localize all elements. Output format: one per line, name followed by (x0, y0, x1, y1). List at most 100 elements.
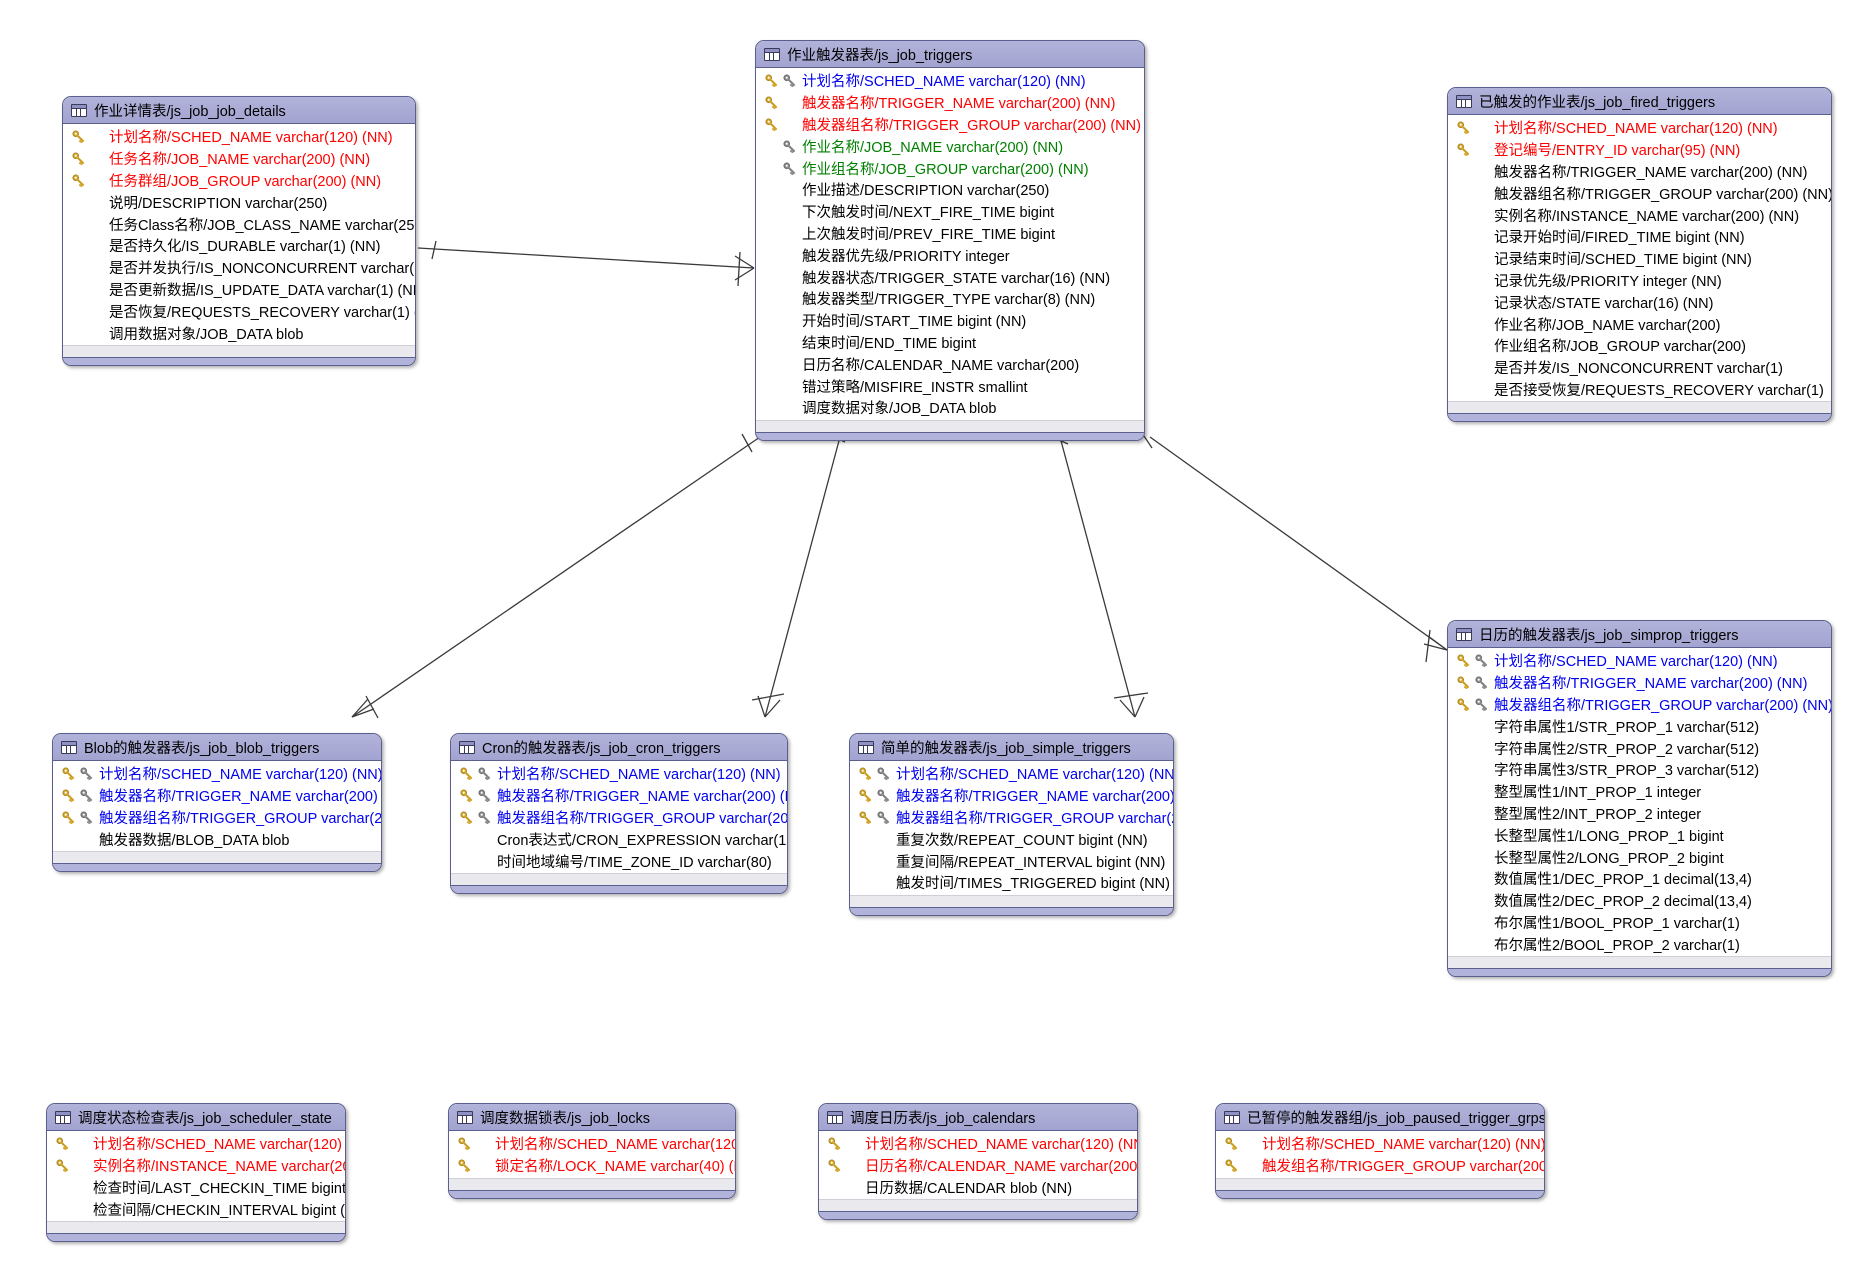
attribute-row[interactable]: 触发器名称/TRIGGER_NAME varchar(200) (NN) (53, 785, 381, 807)
attribute-row[interactable]: 长整型属性1/LONG_PROP_1 bigint (1448, 824, 1831, 846)
attribute-row[interactable]: 是否恢复/REQUESTS_RECOVERY varchar(1) (NN) (63, 300, 415, 322)
attribute-row[interactable]: 记录开始时间/FIRED_TIME bigint (NN) (1448, 226, 1831, 248)
attribute-row[interactable]: 触发器组名称/TRIGGER_GROUP varchar(200) (NN) (850, 807, 1173, 829)
entity-header-fired_triggers[interactable]: 已触发的作业表/js_job_fired_triggers (1448, 88, 1831, 115)
attribute-row[interactable]: 计划名称/SCHED_NAME varchar(120) (NN) (449, 1133, 735, 1155)
attribute-row[interactable]: 结束时间/END_TIME bigint (756, 332, 1144, 354)
attribute-row[interactable]: 数值属性2/DEC_PROP_2 decimal(13,4) (1448, 890, 1831, 912)
attribute-row[interactable]: 触发器名称/TRIGGER_NAME varchar(200) (NN) (1448, 672, 1831, 694)
attribute-row[interactable]: 记录状态/STATE varchar(16) (NN) (1448, 291, 1831, 313)
attribute-row[interactable]: 触发器组名称/TRIGGER_GROUP varchar(200) (NN) (1448, 182, 1831, 204)
attribute-row[interactable]: 作业名称/JOB_NAME varchar(200) (NN) (756, 135, 1144, 157)
attribute-row[interactable]: 时间地域编号/TIME_ZONE_ID varchar(80) (451, 850, 787, 872)
attribute-row[interactable]: 计划名称/SCHED_NAME varchar(120) (NN) (63, 126, 415, 148)
attribute-row[interactable]: 触发器数据/BLOB_DATA blob (53, 828, 381, 850)
entity-simprop_triggers[interactable]: 日历的触发器表/js_job_simprop_triggers 计划名称/SCH… (1447, 620, 1832, 978)
entity-header-job_triggers[interactable]: 作业触发器表/js_job_triggers (756, 41, 1144, 68)
attribute-row[interactable]: 布尔属性1/BOOL_PROP_1 varchar(1) (1448, 912, 1831, 934)
attribute-row[interactable]: 触发器名称/TRIGGER_NAME varchar(200) (NN) (1448, 161, 1831, 183)
attribute-row[interactable]: 重复间隔/REPEAT_INTERVAL bigint (NN) (850, 850, 1173, 872)
attribute-row[interactable]: 触发组名称/TRIGGER_GROUP varchar(200) (NN) (1216, 1155, 1544, 1177)
attribute-row[interactable]: 是否持久化/IS_DURABLE varchar(1) (NN) (63, 235, 415, 257)
attribute-row[interactable]: 计划名称/SCHED_NAME varchar(120) (NN) (1448, 117, 1831, 139)
attribute-row[interactable]: 是否更新数据/IS_UPDATE_DATA varchar(1) (NN) (63, 279, 415, 301)
attribute-row[interactable]: Cron表达式/CRON_EXPRESSION varchar(120) (NN… (451, 828, 787, 850)
attribute-row[interactable]: 触发器组名称/TRIGGER_GROUP varchar(200) (NN) (756, 114, 1144, 136)
entity-header-scheduler_state[interactable]: 调度状态检查表/js_job_scheduler_state (47, 1104, 345, 1131)
attribute-row[interactable]: 记录优先级/PRIORITY integer (NN) (1448, 270, 1831, 292)
attribute-row[interactable]: 重复次数/REPEAT_COUNT bigint (NN) (850, 828, 1173, 850)
attribute-row[interactable]: 作业组名称/JOB_GROUP varchar(200) (1448, 335, 1831, 357)
attribute-row[interactable]: 是否并发/IS_NONCONCURRENT varchar(1) (1448, 357, 1831, 379)
entity-calendars[interactable]: 调度日历表/js_job_calendars 计划名称/SCHED_NAME v… (818, 1103, 1138, 1221)
attribute-row[interactable]: 作业组名称/JOB_GROUP varchar(200) (NN) (756, 157, 1144, 179)
entity-job_triggers[interactable]: 作业触发器表/js_job_triggers 计划名称/SCHED_NAME v… (755, 40, 1145, 441)
attribute-row[interactable]: 检查间隔/CHECKIN_INTERVAL bigint (NN) (47, 1198, 345, 1220)
attribute-row[interactable]: 触发器组名称/TRIGGER_GROUP varchar(200) (NN) (451, 807, 787, 829)
attribute-row[interactable]: 计划名称/SCHED_NAME varchar(120) (NN) (53, 763, 381, 785)
attribute-row[interactable]: 触发器组名称/TRIGGER_GROUP varchar(200) (NN) (1448, 694, 1831, 716)
attribute-row[interactable]: 任务群组/JOB_GROUP varchar(200) (NN) (63, 170, 415, 192)
entity-job_details[interactable]: 作业详情表/js_job_job_details 计划名称/SCHED_NAME… (62, 96, 416, 366)
attribute-row[interactable]: 开始时间/START_TIME bigint (NN) (756, 310, 1144, 332)
entity-header-simple_triggers[interactable]: 简单的触发器表/js_job_simple_triggers (850, 734, 1173, 761)
entity-locks[interactable]: 调度数据锁表/js_job_locks 计划名称/SCHED_NAME varc… (448, 1103, 736, 1199)
attribute-row[interactable]: 计划名称/SCHED_NAME varchar(120) (NN) (850, 763, 1173, 785)
attribute-row[interactable]: 长整型属性2/LONG_PROP_2 bigint (1448, 846, 1831, 868)
attribute-row[interactable]: 计划名称/SCHED_NAME varchar(120) (NN) (756, 70, 1144, 92)
entity-header-calendars[interactable]: 调度日历表/js_job_calendars (819, 1104, 1137, 1131)
entity-header-simprop_triggers[interactable]: 日历的触发器表/js_job_simprop_triggers (1448, 621, 1831, 648)
attribute-row[interactable]: 调用数据对象/JOB_DATA blob (63, 322, 415, 344)
attribute-row[interactable]: 字符串属性3/STR_PROP_3 varchar(512) (1448, 759, 1831, 781)
attribute-row[interactable]: 计划名称/SCHED_NAME varchar(120) (NN) (1448, 650, 1831, 672)
attribute-row[interactable]: 触发器名称/TRIGGER_NAME varchar(200) (NN) (850, 785, 1173, 807)
attribute-row[interactable]: 字符串属性1/STR_PROP_1 varchar(512) (1448, 715, 1831, 737)
attribute-row[interactable]: 计划名称/SCHED_NAME varchar(120) (NN) (47, 1133, 345, 1155)
entity-simple_triggers[interactable]: 简单的触发器表/js_job_simple_triggers 计划名称/SCHE… (849, 733, 1174, 916)
attribute-row[interactable]: 日历数据/CALENDAR blob (NN) (819, 1177, 1137, 1199)
attribute-row[interactable]: 触发时间/TIMES_TRIGGERED bigint (NN) (850, 872, 1173, 894)
attribute-row[interactable]: 触发器组名称/TRIGGER_GROUP varchar(200) (NN) (53, 807, 381, 829)
attribute-row[interactable]: 字符串属性2/STR_PROP_2 varchar(512) (1448, 737, 1831, 759)
entity-blob_triggers[interactable]: Blob的触发器表/js_job_blob_triggers 计划名称/SCHE… (52, 733, 382, 873)
attribute-row[interactable]: 触发器优先级/PRIORITY integer (756, 244, 1144, 266)
attribute-row[interactable]: 是否接受恢复/REQUESTS_RECOVERY varchar(1) (1448, 379, 1831, 401)
attribute-row[interactable]: 整型属性2/INT_PROP_2 integer (1448, 803, 1831, 825)
attribute-row[interactable]: 实例名称/INSTANCE_NAME varchar(200) (NN) (47, 1155, 345, 1177)
entity-header-cron_triggers[interactable]: Cron的触发器表/js_job_cron_triggers (451, 734, 787, 761)
attribute-row[interactable]: 上次触发时间/PREV_FIRE_TIME bigint (756, 223, 1144, 245)
attribute-row[interactable]: 布尔属性2/BOOL_PROP_2 varchar(1) (1448, 933, 1831, 955)
attribute-row[interactable]: 计划名称/SCHED_NAME varchar(120) (NN) (1216, 1133, 1544, 1155)
attribute-row[interactable]: 调度数据对象/JOB_DATA blob (756, 397, 1144, 419)
entity-header-blob_triggers[interactable]: Blob的触发器表/js_job_blob_triggers (53, 734, 381, 761)
attribute-row[interactable]: 实例名称/INSTANCE_NAME varchar(200) (NN) (1448, 204, 1831, 226)
attribute-row[interactable]: 任务名称/JOB_NAME varchar(200) (NN) (63, 148, 415, 170)
entity-cron_triggers[interactable]: Cron的触发器表/js_job_cron_triggers 计划名称/SCHE… (450, 733, 788, 894)
attribute-row[interactable]: 整型属性1/INT_PROP_1 integer (1448, 781, 1831, 803)
attribute-row[interactable]: 触发器名称/TRIGGER_NAME varchar(200) (NN) (451, 785, 787, 807)
attribute-row[interactable]: 计划名称/SCHED_NAME varchar(120) (NN) (451, 763, 787, 785)
attribute-row[interactable]: 登记编号/ENTRY_ID varchar(95) (NN) (1448, 139, 1831, 161)
attribute-row[interactable]: 是否并发执行/IS_NONCONCURRENT varchar(1) (NN) (63, 257, 415, 279)
attribute-row[interactable]: 数值属性1/DEC_PROP_1 decimal(13,4) (1448, 868, 1831, 890)
attribute-row[interactable]: 日历名称/CALENDAR_NAME varchar(200) (756, 353, 1144, 375)
attribute-row[interactable]: 任务Class名称/JOB_CLASS_NAME varchar(250) (N… (63, 213, 415, 235)
attribute-row[interactable]: 触发器类型/TRIGGER_TYPE varchar(8) (NN) (756, 288, 1144, 310)
attribute-row[interactable]: 下次触发时间/NEXT_FIRE_TIME bigint (756, 201, 1144, 223)
entity-scheduler_state[interactable]: 调度状态检查表/js_job_scheduler_state 计划名称/SCHE… (46, 1103, 346, 1243)
attribute-row[interactable]: 计划名称/SCHED_NAME varchar(120) (NN) (819, 1133, 1137, 1155)
attribute-row[interactable]: 说明/DESCRIPTION varchar(250) (63, 191, 415, 213)
attribute-row[interactable]: 触发器状态/TRIGGER_STATE varchar(16) (NN) (756, 266, 1144, 288)
attribute-row[interactable]: 错过策略/MISFIRE_INSTR smallint (756, 375, 1144, 397)
entity-header-job_details[interactable]: 作业详情表/js_job_job_details (63, 97, 415, 124)
attribute-row[interactable]: 作业描述/DESCRIPTION varchar(250) (756, 179, 1144, 201)
attribute-row[interactable]: 检查时间/LAST_CHECKIN_TIME bigint (NN) (47, 1177, 345, 1199)
attribute-row[interactable]: 作业名称/JOB_NAME varchar(200) (1448, 313, 1831, 335)
attribute-row[interactable]: 锁定名称/LOCK_NAME varchar(40) (NN) (449, 1155, 735, 1177)
entity-header-locks[interactable]: 调度数据锁表/js_job_locks (449, 1104, 735, 1131)
attribute-row[interactable]: 日历名称/CALENDAR_NAME varchar(200) (NN) (819, 1155, 1137, 1177)
attribute-row[interactable]: 记录结束时间/SCHED_TIME bigint (NN) (1448, 248, 1831, 270)
entity-fired_triggers[interactable]: 已触发的作业表/js_job_fired_triggers 计划名称/SCHED… (1447, 87, 1832, 423)
entity-header-paused_trigger_grps[interactable]: 已暂停的触发器组/js_job_paused_trigger_grps (1216, 1104, 1544, 1131)
entity-paused_trigger_grps[interactable]: 已暂停的触发器组/js_job_paused_trigger_grps 计划名称… (1215, 1103, 1545, 1199)
